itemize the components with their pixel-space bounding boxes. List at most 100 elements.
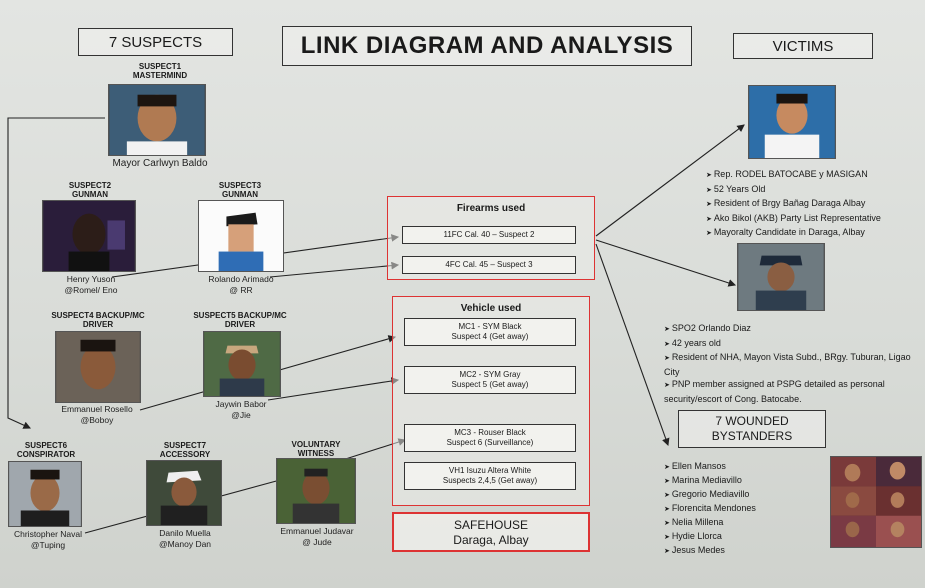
suspect4-name-text: Emmanuel Rosello <box>61 404 133 414</box>
link-s6-vehicle <box>84 438 407 534</box>
suspect5-photo <box>203 331 281 397</box>
suspect1-role-label: MASTERMIND <box>132 71 188 80</box>
victim1-residence: Resident of Brgy Bañag Daraga Albay <box>706 197 921 212</box>
victim1-candidacy: Mayoralty Candidate in Daraga, Albay <box>706 226 921 241</box>
vehicle-item-1: MC1 - SYM Black Suspect 4 (Get away) <box>404 318 576 346</box>
victim1-party: Ako Bikol (AKB) Party List Representativ… <box>706 212 921 227</box>
vehicle-4-user: Suspects 2,4,5 (Get away) <box>442 476 538 485</box>
suspect2-photo <box>42 200 136 272</box>
suspect7-role-label: ACCESSORY <box>159 450 211 459</box>
wounded-item: Nelia Millena <box>664 516 824 530</box>
wounded-header-line-1: 7 WOUNDED <box>715 414 789 428</box>
wounded-header: 7 WOUNDED BYSTANDERS <box>678 410 826 448</box>
victim1-name: Rep. RODEL BATOCABE y MASIGAN <box>706 168 921 183</box>
vehicle-item-3: MC3 - Rouser Black Suspect 6 (Surveillan… <box>404 424 576 452</box>
witness-name-text: Emmanuel Judavar <box>280 526 354 536</box>
suspect2-role-label: GUNMAN <box>72 190 108 199</box>
suspect5-name: Jaywin Babor @Jie <box>186 399 296 421</box>
suspect4-role-label: DRIVER <box>82 320 114 329</box>
suspect3-alias: @ RR <box>229 285 253 295</box>
vehicle-4-name: VH1 Isuzu Altera White <box>448 466 532 475</box>
suspect5-role: SUSPECT5 BACKUP/MC DRIVER <box>180 311 300 329</box>
suspect7-alias: @Manoy Dan <box>158 539 212 549</box>
vehicle-3-name: MC3 - Rouser Black <box>454 428 526 437</box>
witness-photo <box>276 458 356 524</box>
suspect4-role: SUSPECT4 BACKUP/MC DRIVER <box>38 311 158 329</box>
suspect1-role: SUSPECT1 MASTERMIND <box>100 62 220 80</box>
suspect1-number: SUSPECT1 <box>138 62 182 71</box>
wounded-item: Marina Mediavillo <box>664 474 824 488</box>
wounded-header-line-2: BYSTANDERS <box>711 429 793 443</box>
safehouse-title: SAFEHOUSE <box>453 518 528 532</box>
suspect6-name: Christopher Naval @Tuping <box>0 529 96 551</box>
victim1-photo <box>748 85 836 159</box>
wounded-item: Gregorio Mediavillo <box>664 488 824 502</box>
vehicle-2-user: Suspect 5 (Get away) <box>451 380 529 389</box>
page-title: LINK DIAGRAM AND ANALYSIS <box>282 26 692 66</box>
victim1-age: 52 Years Old <box>706 183 921 198</box>
firearm-item-1: 11FC Cal. 40 – Suspect 2 <box>402 226 576 244</box>
firearm-item-2: 4FC Cal. 45 – Suspect 3 <box>402 256 576 274</box>
witness-label-1: VOLUNTARY <box>291 440 341 449</box>
link-firearm-bystanders <box>595 243 670 447</box>
suspect4-alias: @Boboy <box>80 415 114 425</box>
suspect1-photo <box>108 84 206 156</box>
vehicle-item-2: MC2 - SYM Gray Suspect 5 (Get away) <box>404 366 576 394</box>
suspect7-number: SUSPECT7 <box>163 441 207 450</box>
witness-name: Emmanuel Judavar @ Jude <box>262 526 372 548</box>
victim2-details: SPO2 Orlando Diaz 42 years old Resident … <box>664 322 916 405</box>
vehicles-title: Vehicle used <box>460 303 522 314</box>
suspect3-name: Rolando Arimado @ RR <box>186 274 296 296</box>
suspect7-name-text: Danilo Muella <box>159 528 211 538</box>
vehicle-1-user: Suspect 4 (Get away) <box>451 332 529 341</box>
suspect2-role: SUSPECT2 GUNMAN <box>40 181 140 199</box>
suspect6-name-text: Christopher Naval <box>13 529 83 539</box>
suspect3-number: SUSPECT3 <box>218 181 262 190</box>
suspect4-name: Emmanuel Rosello @Boboy <box>42 404 152 426</box>
suspects-header: 7 SUSPECTS <box>78 28 233 56</box>
suspect7-role: SUSPECT7 ACCESSORY <box>145 441 225 459</box>
suspect6-number: SUSPECT6 <box>24 441 68 450</box>
suspect7-name: Danilo Muella @Manoy Dan <box>130 528 240 550</box>
vehicle-2-name: MC2 - SYM Gray <box>459 370 521 379</box>
suspect7-photo <box>146 460 222 526</box>
suspect5-name-text: Jaywin Babor <box>215 399 267 409</box>
safehouse-box: SAFEHOUSE Daraga, Albay <box>392 512 590 552</box>
suspect4-photo <box>55 331 141 403</box>
suspect4-number: SUSPECT4 BACKUP/MC <box>51 311 145 320</box>
link-firearm-victim2 <box>595 239 737 287</box>
victim2-name: SPO2 Orlando Diaz <box>664 322 916 337</box>
suspect5-role-label: DRIVER <box>224 320 256 329</box>
witness-alias: @ Jude <box>302 537 332 547</box>
victim2-photo <box>737 243 825 311</box>
victim2-age: 42 years old <box>664 337 916 352</box>
wounded-item: Hydie Llorca <box>664 530 824 544</box>
wounded-item: Florencita Mendones <box>664 502 824 516</box>
wounded-item: Jesus Medes <box>664 544 824 558</box>
bystanders-photo-collage <box>830 456 922 548</box>
safehouse-location: Daraga, Albay <box>453 533 529 547</box>
vehicle-1-name: MC1 - SYM Black <box>458 322 522 331</box>
suspect6-role-label: CONSPIRATOR <box>16 450 76 459</box>
suspect2-name: Henry Yuson @Romel/ Eno <box>36 274 146 296</box>
suspect6-photo <box>8 461 82 527</box>
suspect3-name-text: Rolando Arimado <box>208 274 274 284</box>
wounded-item: Ellen Mansos <box>664 460 824 474</box>
victim1-details: Rep. RODEL BATOCABE y MASIGAN 52 Years O… <box>706 168 921 241</box>
suspect6-alias: @Tuping <box>30 540 66 550</box>
suspect1-name: Mayor Carlwyn Baldo <box>112 158 208 169</box>
suspect3-sketch <box>198 200 284 272</box>
suspect3-role-label: GUNMAN <box>222 190 258 199</box>
vehicle-3-user: Suspect 6 (Surveillance) <box>446 438 534 447</box>
victim2-assignment: PNP member assigned at PSPG detailed as … <box>664 378 916 405</box>
suspect5-alias: @Jie <box>231 410 251 420</box>
suspect2-alias: @Romel/ Eno <box>64 285 118 295</box>
suspect5-number: SUSPECT5 BACKUP/MC <box>193 311 287 320</box>
suspect2-name-text: Henry Yuson <box>66 274 116 284</box>
vehicle-item-4: VH1 Isuzu Altera White Suspects 2,4,5 (G… <box>404 462 576 490</box>
firearms-title: Firearms used <box>456 203 526 214</box>
witness-role: VOLUNTARY WITNESS <box>276 440 356 458</box>
suspect6-role: SUSPECT6 CONSPIRATOR <box>6 441 86 459</box>
victims-header: VICTIMS <box>733 33 873 59</box>
suspect2-number: SUSPECT2 <box>68 181 112 190</box>
